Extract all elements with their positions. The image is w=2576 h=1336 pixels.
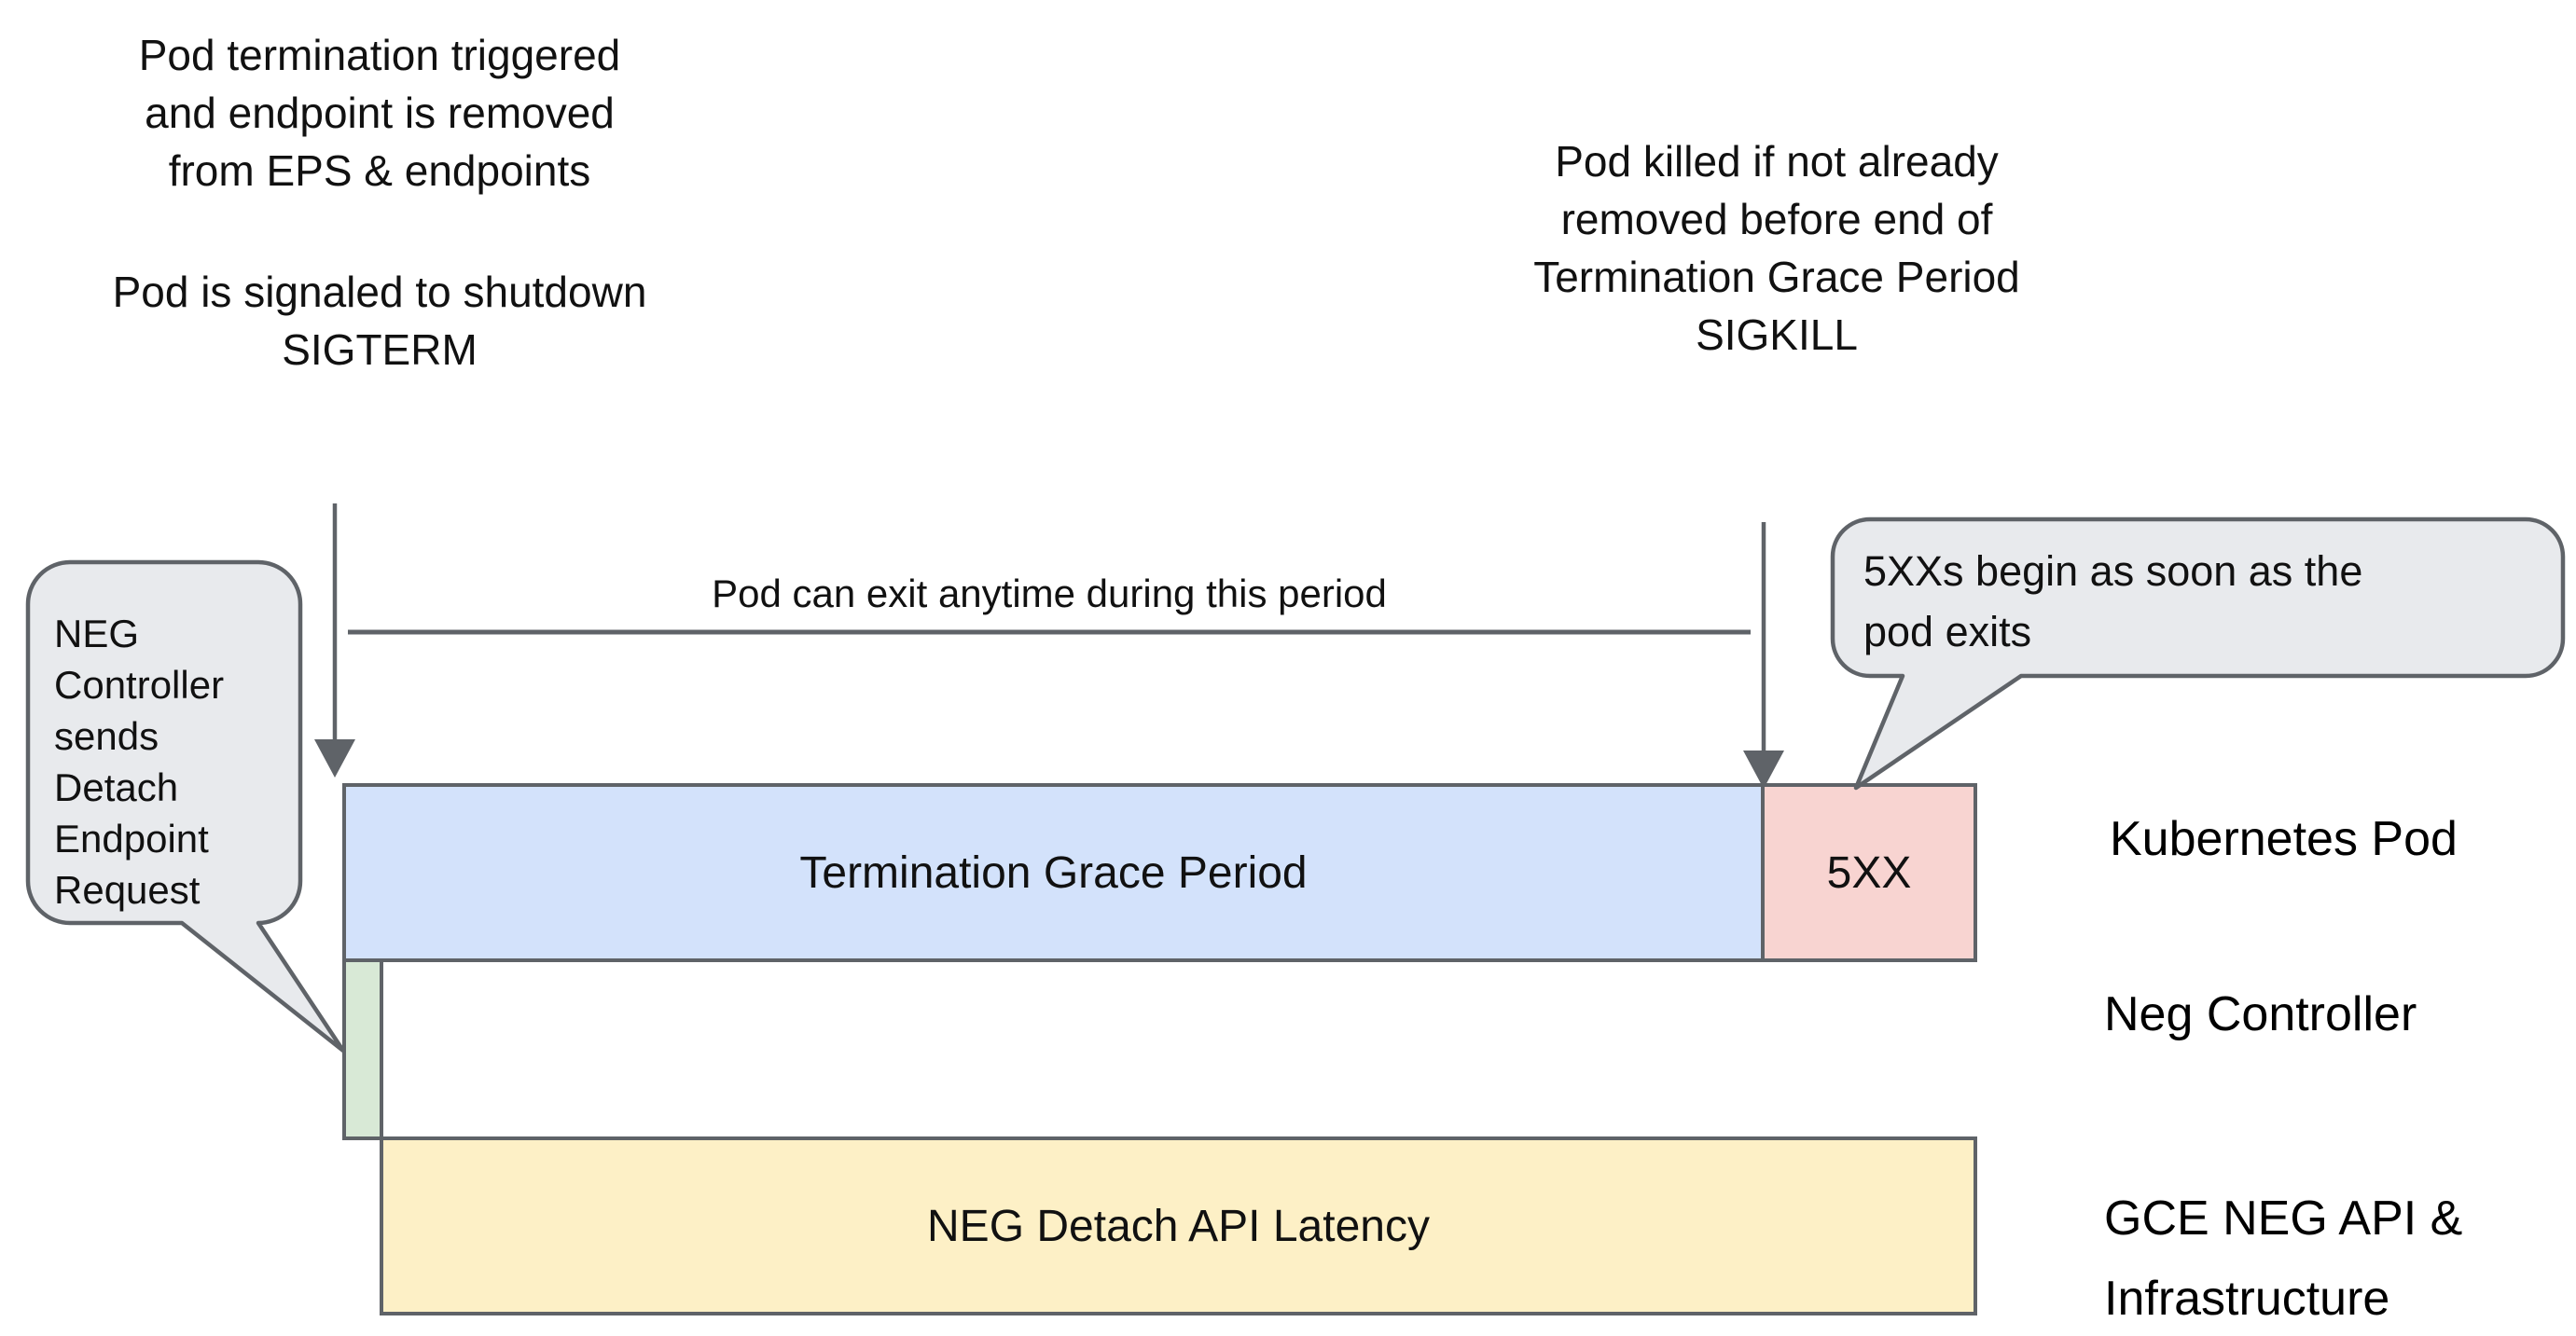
callout-line: 5XXs begin as soon as the bbox=[1863, 547, 2363, 595]
neg-detach-request-bar bbox=[342, 958, 383, 1140]
lane-label-neg-controller: Neg Controller bbox=[2104, 987, 2417, 1041]
neg-detach-api-latency-bar: NEG Detach API Latency bbox=[380, 1136, 1977, 1315]
fivexx-label: 5XX bbox=[1826, 847, 1912, 898]
sigterm-arrow-icon bbox=[314, 503, 355, 778]
callout-line: pod exits bbox=[1863, 608, 2032, 655]
callout-line: Endpoint bbox=[54, 817, 209, 861]
callout-line: NEG bbox=[54, 612, 140, 655]
annotation-line: SIGTERM bbox=[282, 325, 478, 374]
period-range-label: Pod can exit anytime during this period bbox=[712, 572, 1387, 615]
pod-termination-annotation: Pod termination triggered and endpoint i… bbox=[58, 26, 701, 379]
lane-label-kubernetes-pod: Kubernetes Pod bbox=[2110, 812, 2458, 866]
callout-line: Request bbox=[54, 868, 201, 912]
annotation-line: Pod is signaled to shutdown bbox=[112, 268, 647, 316]
annotation-line: Pod killed if not already bbox=[1555, 137, 1999, 186]
annotation-line: Termination Grace Period bbox=[1533, 253, 2020, 301]
pod-termination-paragraph: Pod termination triggered and endpoint i… bbox=[58, 26, 701, 200]
annotation-line: removed before end of bbox=[1560, 195, 1993, 243]
annotation-line: from EPS & endpoints bbox=[168, 146, 591, 195]
lane-label-line: GCE NEG API & bbox=[2104, 1191, 2463, 1246]
sigterm-paragraph: Pod is signaled to shutdown SIGTERM bbox=[58, 263, 701, 379]
lane-label-gce-neg-api: GCE NEG API & Infrastructure bbox=[2104, 1178, 2462, 1336]
termination-grace-period-label: Termination Grace Period bbox=[799, 847, 1308, 898]
right-callout-text: 5XXs begin as soon as the pod exits bbox=[1863, 541, 2362, 662]
callout-line: sends bbox=[54, 714, 159, 758]
termination-grace-period-bar: Termination Grace Period bbox=[342, 783, 1765, 962]
annotation-line: and endpoint is removed bbox=[145, 89, 615, 137]
callout-line: Detach bbox=[54, 765, 179, 809]
callout-line: Controller bbox=[54, 663, 225, 707]
annotation-line: Pod termination triggered bbox=[138, 31, 621, 79]
left-callout-text: NEG Controller sends Detach Endpoint Req… bbox=[54, 608, 224, 916]
sigkill-annotation: Pod killed if not already removed before… bbox=[1474, 132, 2080, 364]
annotation-line: SIGKILL bbox=[1696, 310, 1858, 359]
sigkill-arrow-icon bbox=[1743, 522, 1784, 789]
neg-detach-api-latency-label: NEG Detach API Latency bbox=[927, 1201, 1430, 1251]
lane-label-line: Infrastructure bbox=[2104, 1272, 2390, 1326]
fivexx-error-bar: 5XX bbox=[1761, 783, 1977, 962]
